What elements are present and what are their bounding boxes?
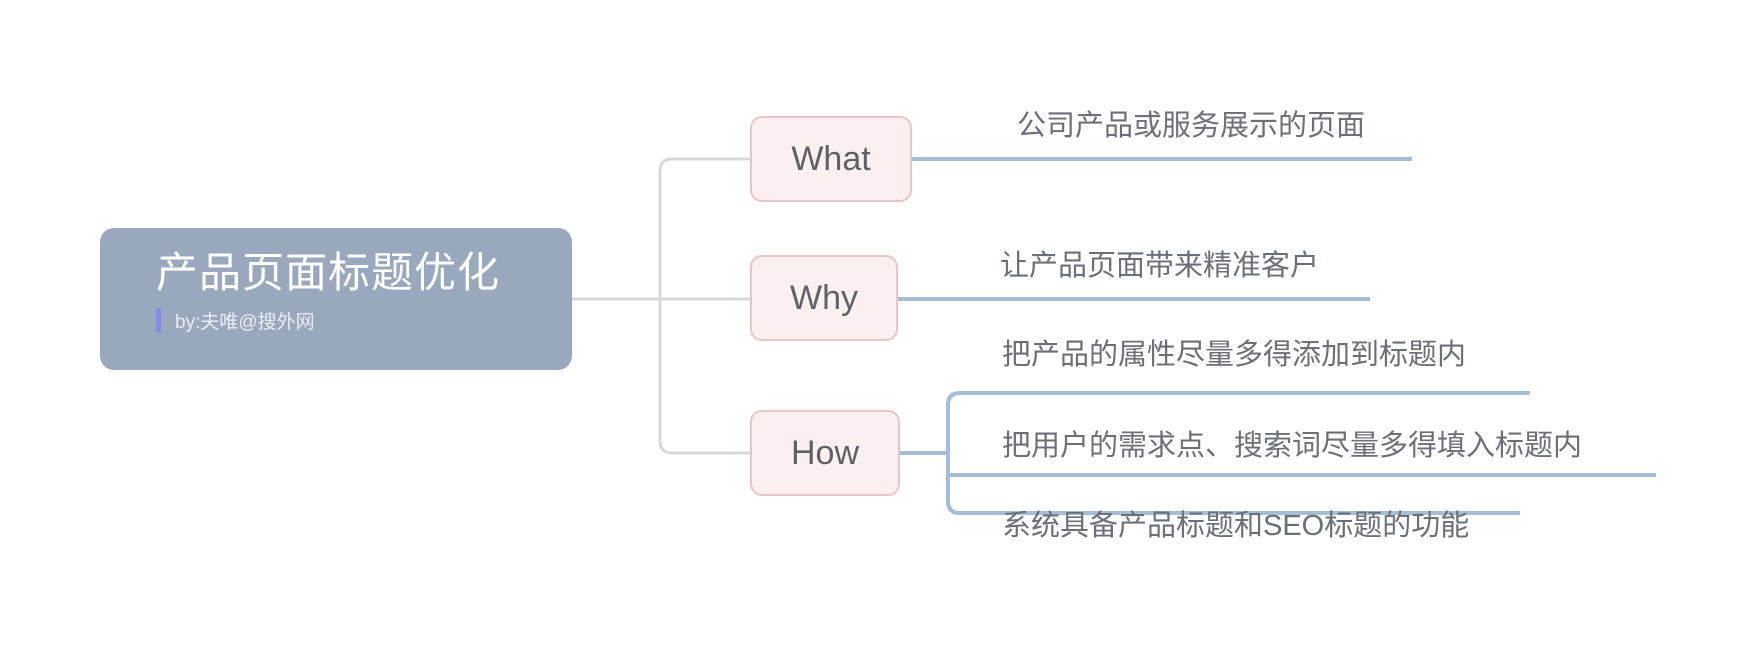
branch-node-why[interactable]: Why (750, 255, 898, 341)
branch-node-what[interactable]: What (750, 116, 912, 202)
leaf-node-how-2[interactable]: 把用户的需求点、搜索词尽量多得填入标题内 (1002, 430, 1583, 462)
leaf-node-how-1[interactable]: 把产品的属性尽量多得添加到标题内 (1002, 339, 1467, 371)
leaf-node-how-3[interactable]: 系统具备产品标题和SEO标题的功能 (1002, 510, 1470, 542)
root-subtitle: by:夫唯@搜外网 (175, 312, 315, 334)
leaf-node-what-1[interactable]: 公司产品或服务展示的页面 (1017, 110, 1366, 142)
root-title: 产品页面标题优化 (156, 249, 501, 296)
leaf-node-why-1[interactable]: 让产品页面带来精准客户 (1000, 250, 1320, 282)
root-subtitle-wrap: by:夫唯@搜外网 (156, 307, 572, 334)
root-node[interactable]: 产品页面标题优化 by:夫唯@搜外网 (100, 228, 572, 370)
accent-bar (156, 308, 161, 334)
connector-root-spine (658, 157, 750, 455)
branch-node-how[interactable]: How (750, 410, 900, 496)
